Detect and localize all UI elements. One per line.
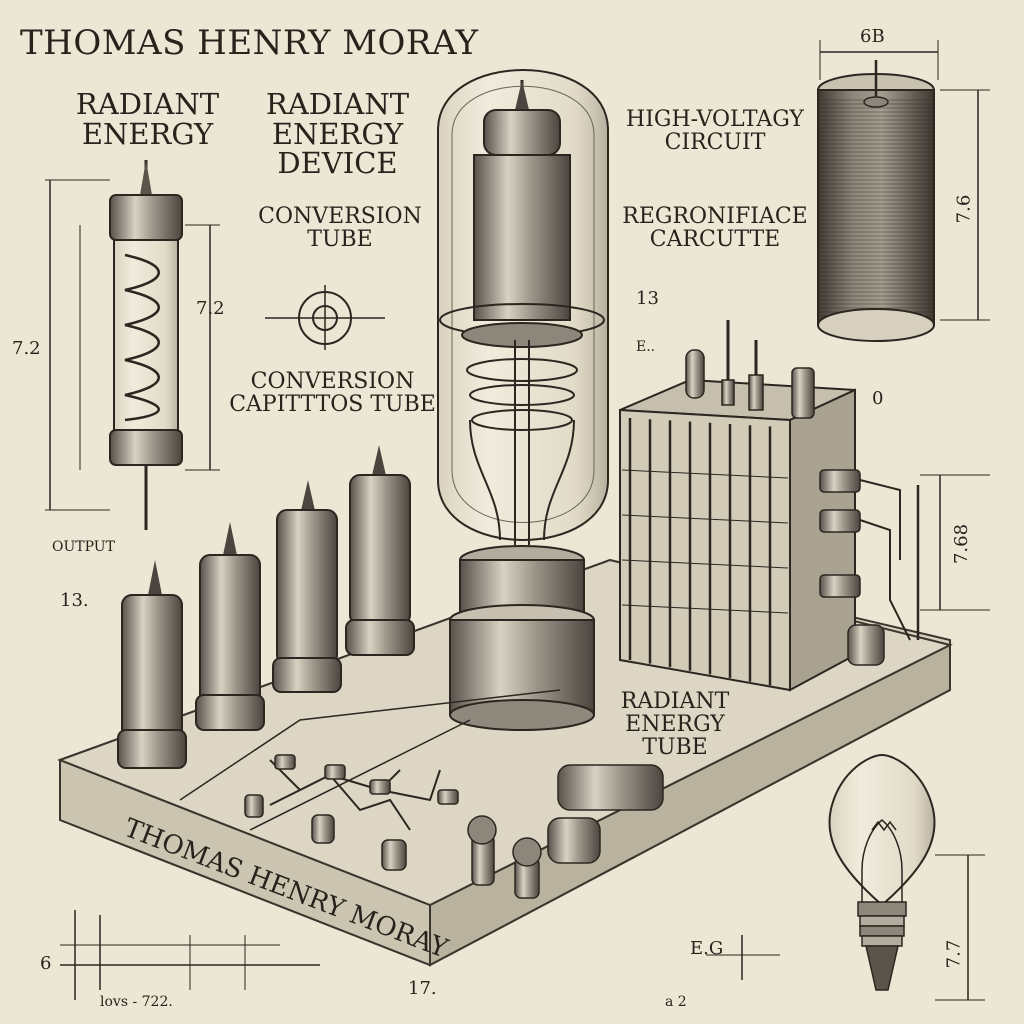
capacitor-plate (621, 514, 789, 524)
bottom-left-sketch (60, 910, 780, 1000)
dim-left-side: 7.2 (12, 338, 41, 359)
marker-0: 0 (872, 388, 884, 409)
marker-e: E.. (636, 339, 656, 355)
label-regronifiace-carcutte: REGRONIFIACE CARCUTTE (622, 204, 808, 253)
dim-left-inner: 7.2 (196, 298, 225, 319)
base-circuit (179, 689, 664, 899)
marker-17: 17. (408, 978, 437, 999)
label-output: OUTPUT (52, 539, 115, 555)
label-radiant-energy-device: RADIANT ENERGY DEVICE (265, 87, 410, 181)
dim-coil-side: 7.6 (953, 194, 975, 224)
capacitor-1 (117, 560, 187, 769)
fin-capacitor-stack (619, 320, 990, 692)
marker-13-mid: 13 (636, 288, 659, 309)
marker-6: 6 (40, 953, 52, 974)
capacitor-4 (345, 445, 415, 656)
marker-13-left: 13. (60, 590, 89, 611)
capacitor-3 (272, 480, 342, 693)
high-voltage-coil (817, 40, 990, 342)
label-conversion-tube: CONVERSION TUBE (258, 204, 422, 253)
main-title: THOMAS HENRY MORAY (20, 23, 479, 63)
dim-coil-top: 6B (860, 26, 885, 47)
capacitor-row (117, 445, 415, 769)
label-eg: E.G (690, 938, 724, 959)
capacitor-2 (195, 522, 265, 731)
capacitor-plate (621, 469, 789, 479)
left-spiral-tube (45, 160, 220, 530)
label-high-voltagy-circuit: HIGH-VOLTAGY CIRCUIT (626, 107, 804, 156)
light-bulb (828, 753, 985, 1001)
conversion-symbol (265, 285, 385, 350)
bottom-formula: lovs - 722. (100, 994, 173, 1010)
marker-a2: a 2 (665, 994, 687, 1010)
capacitor-plate (621, 604, 789, 614)
label-radiant-energy-tube: RADIANT ENERGY TUBE (620, 689, 730, 761)
dim-right-side: 7.68 (951, 523, 973, 565)
label-conversion-capittos-tube: CONVERSION CAPITTTOS TUBE (229, 369, 436, 418)
dim-bulb-side: 7.7 (943, 939, 965, 969)
central-vacuum-tube (437, 69, 609, 731)
label-radiant-energy: RADIANT ENERGY (75, 87, 220, 151)
capacitor-plate (621, 559, 789, 569)
